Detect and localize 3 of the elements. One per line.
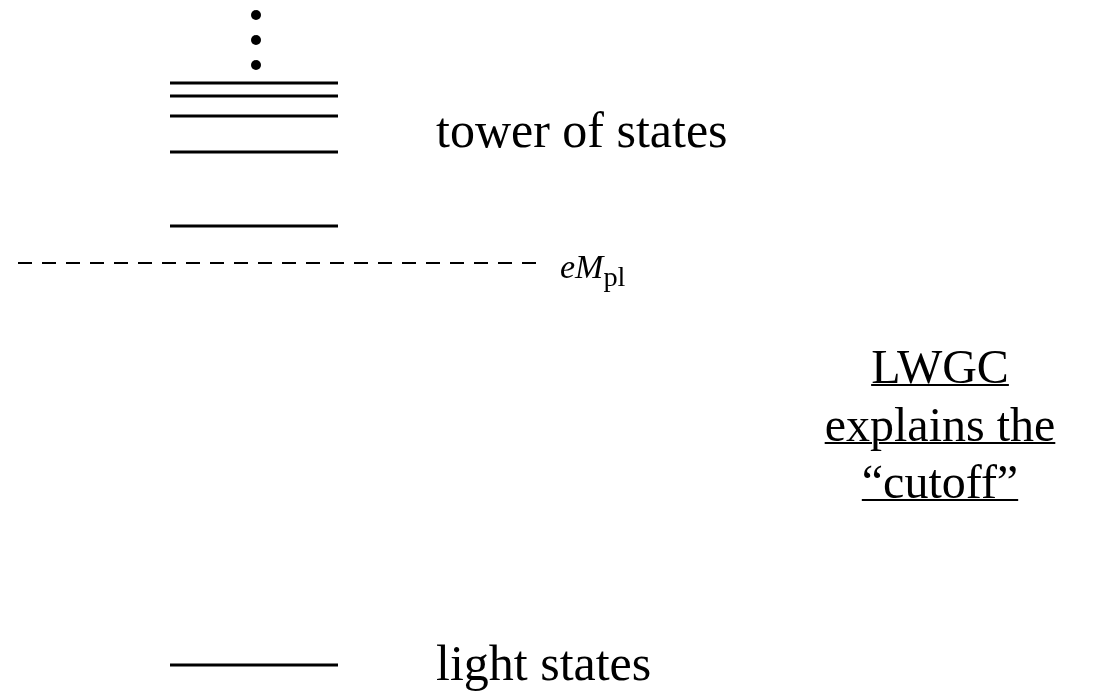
scale-label: eM$_{pl}$	[560, 250, 626, 292]
note: LWGC explains the “cutoff”	[823, 339, 1057, 511]
state-label: tower of states	[436, 105, 728, 155]
